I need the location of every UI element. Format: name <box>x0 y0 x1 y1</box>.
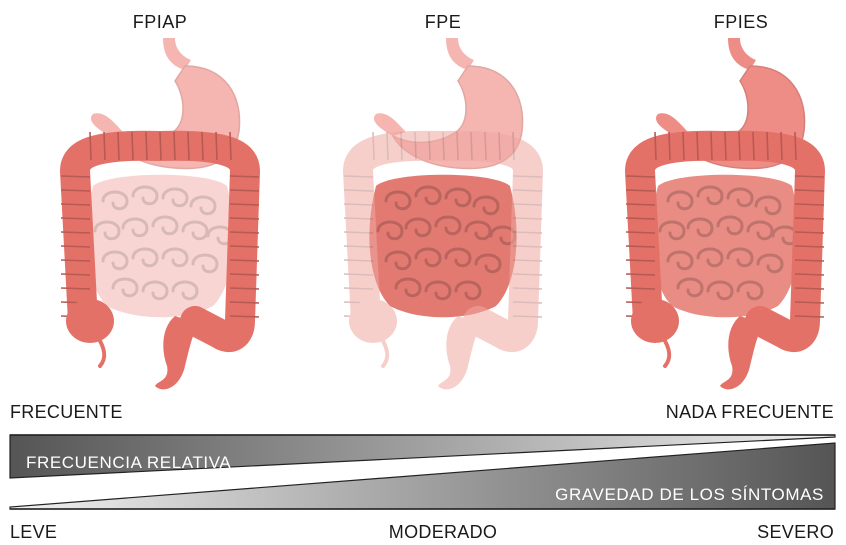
panel-title-fpe: FPE <box>425 12 462 33</box>
digestive-tract-illustration-fpiap <box>35 36 285 396</box>
frequency-label-frequent: FRECUENTE <box>10 402 123 423</box>
digestive-tract-illustration-fpies <box>600 36 846 396</box>
small-intestine <box>651 175 798 318</box>
frequency-label-rare: NADA FRECUENTE <box>666 402 834 423</box>
digestive-tract-illustration-fpe <box>318 36 568 396</box>
panel-title-fpies: FPIES <box>714 12 769 33</box>
small-intestine <box>86 175 233 318</box>
small-intestine <box>369 175 516 318</box>
wedge-label-relative-frequency: FRECUENCIA RELATIVA <box>26 453 231 473</box>
severity-label-severe: SEVERO <box>757 522 834 543</box>
severity-label-mild: LEVE <box>10 522 57 543</box>
severity-label-moderate: MODERADO <box>389 522 497 543</box>
wedge-label-symptom-severity: GRAVEDAD DE LOS SÍNTOMAS <box>555 485 824 505</box>
panel-title-fpiap: FPIAP <box>133 12 188 33</box>
